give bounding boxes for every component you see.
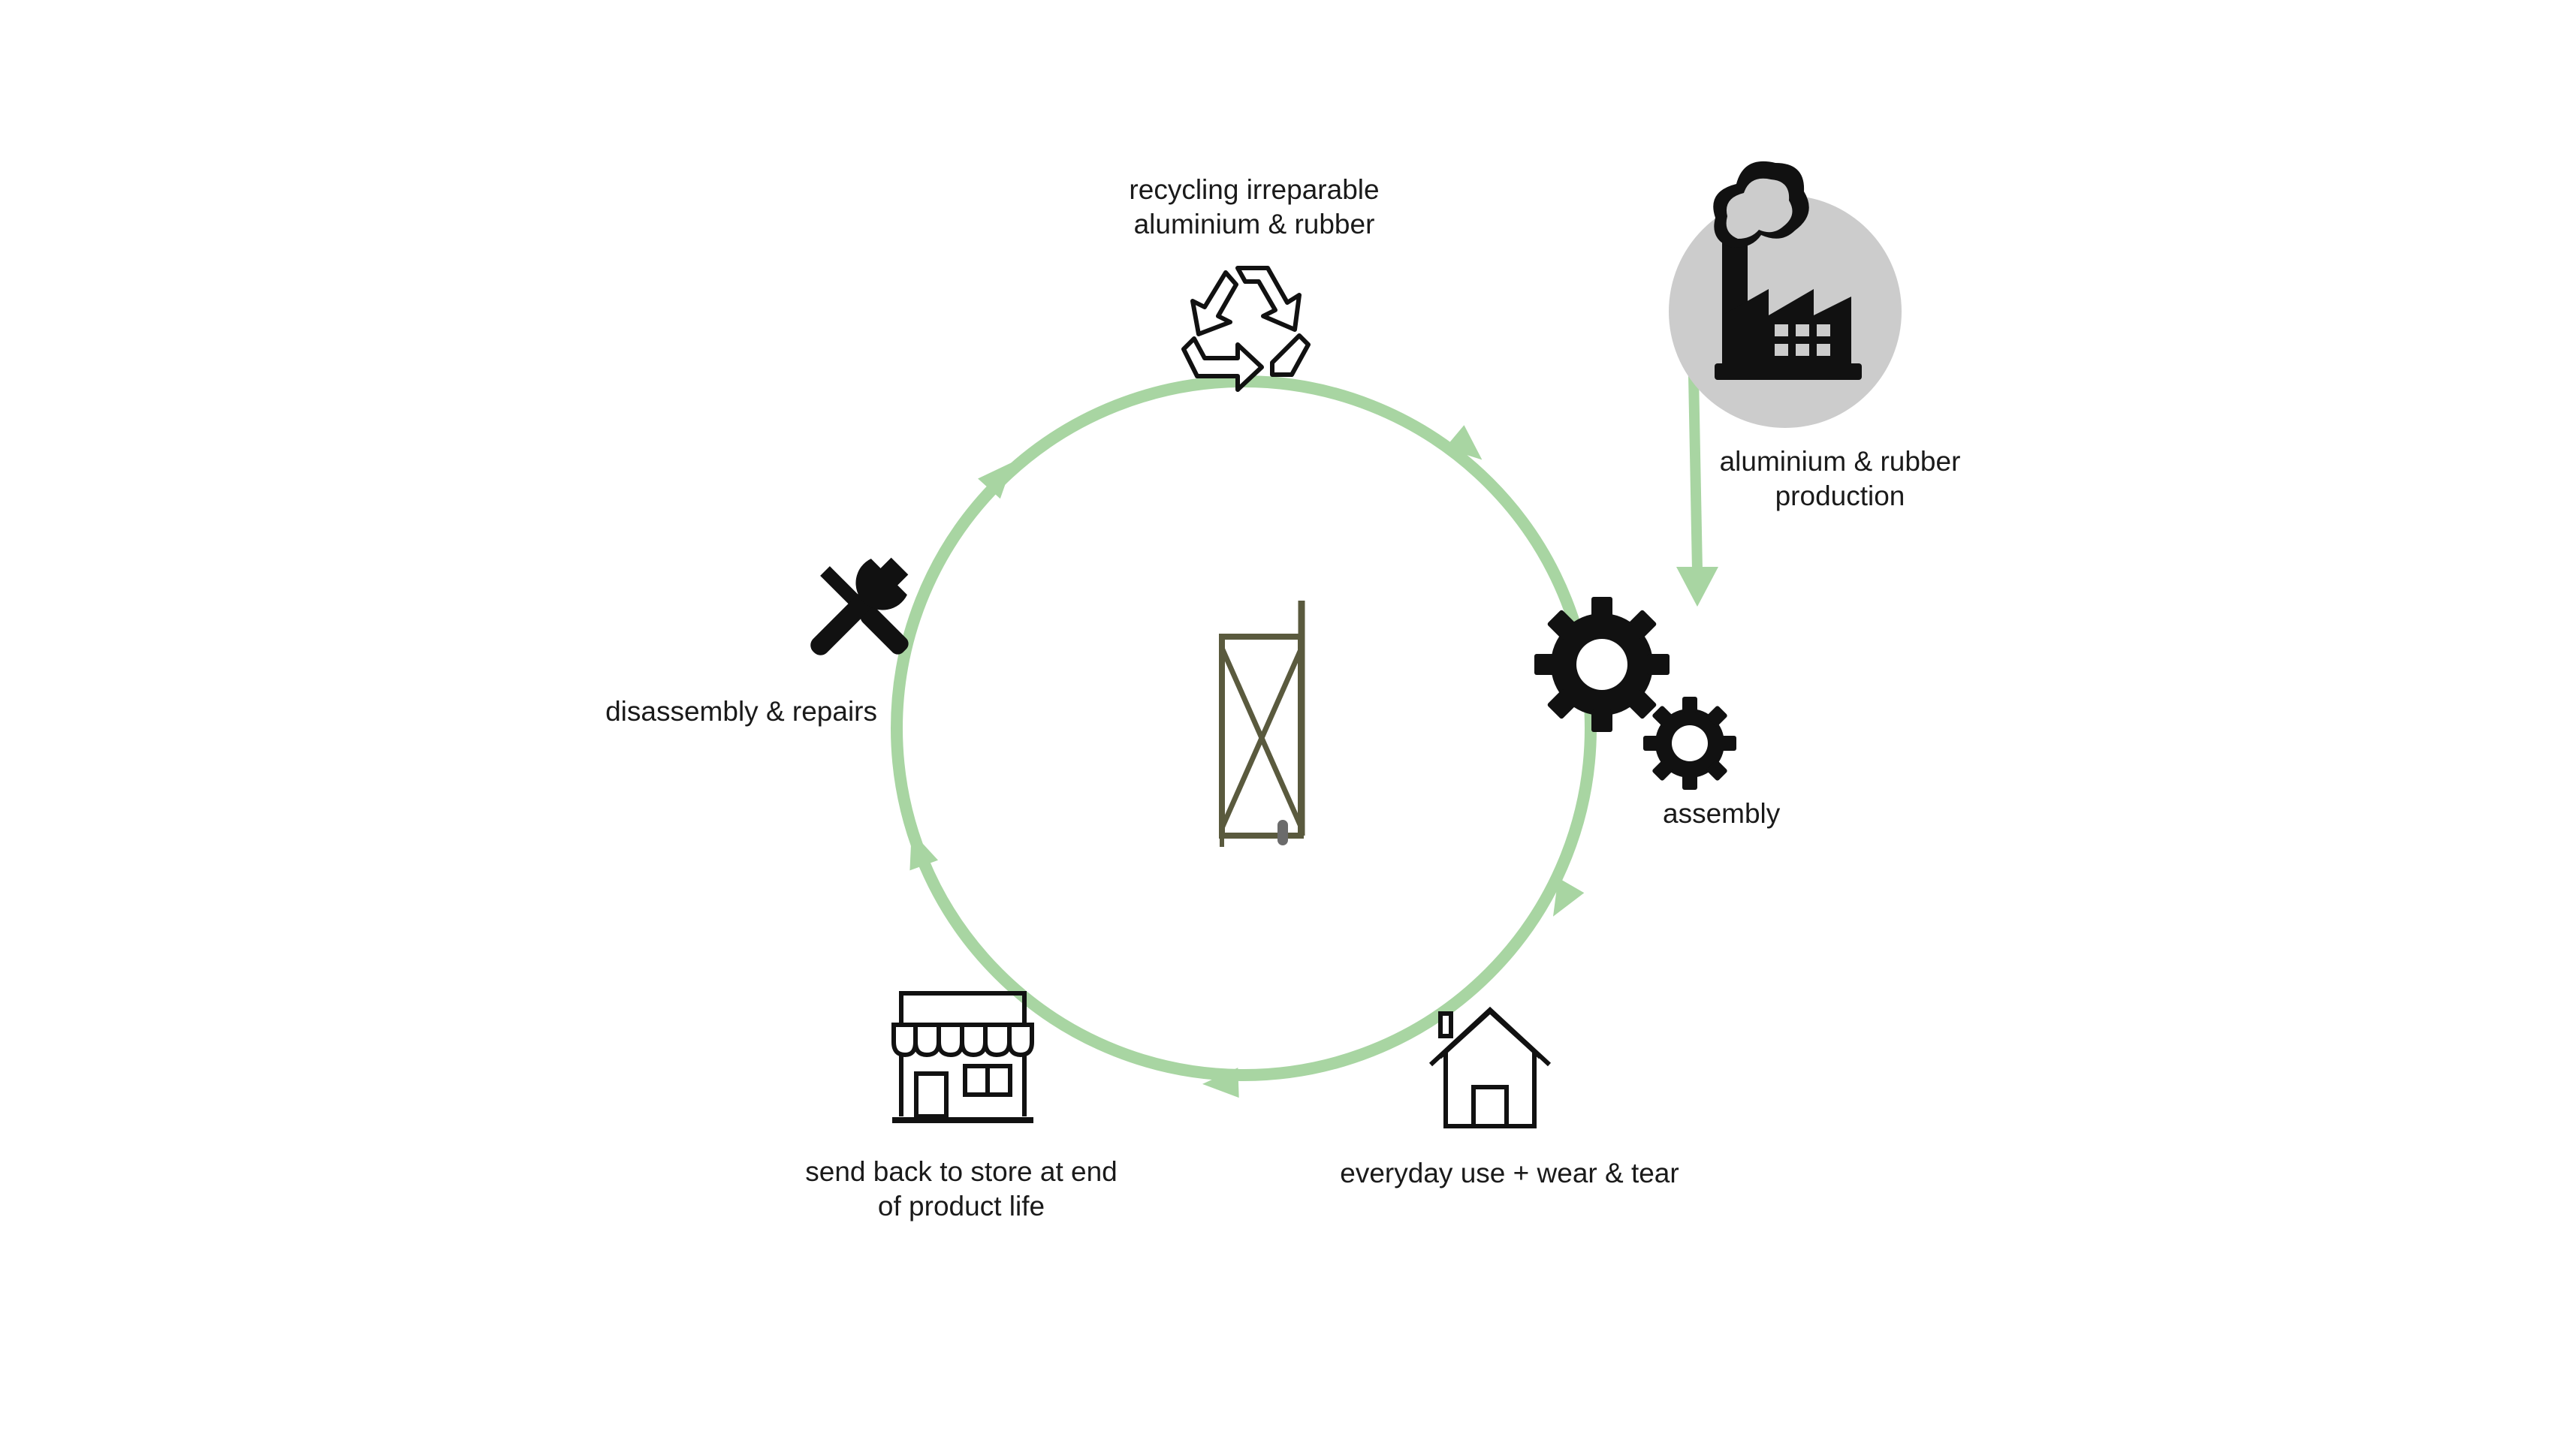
rack-frame <box>1219 601 1305 847</box>
cycle-arrows <box>909 425 1585 1098</box>
arrowhead-3 <box>1202 1068 1239 1098</box>
production-label: aluminium & rubber production <box>1719 446 1961 511</box>
input-arrow <box>1676 375 1718 607</box>
arrowhead-4 <box>909 831 939 871</box>
arrowhead-2 <box>1553 878 1585 917</box>
assembly-label: assembly <box>1663 798 1781 829</box>
store-icon <box>891 991 1034 1123</box>
recycling-label: recycling irreparable aluminium & rubber <box>1129 174 1380 239</box>
return-label: send back to store at end of product lif… <box>805 1156 1118 1222</box>
gears-icon <box>1534 597 1736 790</box>
factory-icon <box>1669 161 1902 428</box>
repairs-label: disassembly & repairs <box>605 696 877 727</box>
arrowhead-5 <box>978 462 1014 499</box>
use-label: everyday use + wear & tear <box>1340 1158 1679 1188</box>
arrowhead-1 <box>1444 425 1483 460</box>
house-icon <box>1428 1006 1552 1128</box>
recycle-icon <box>1181 266 1311 392</box>
tools-icon <box>810 557 909 655</box>
